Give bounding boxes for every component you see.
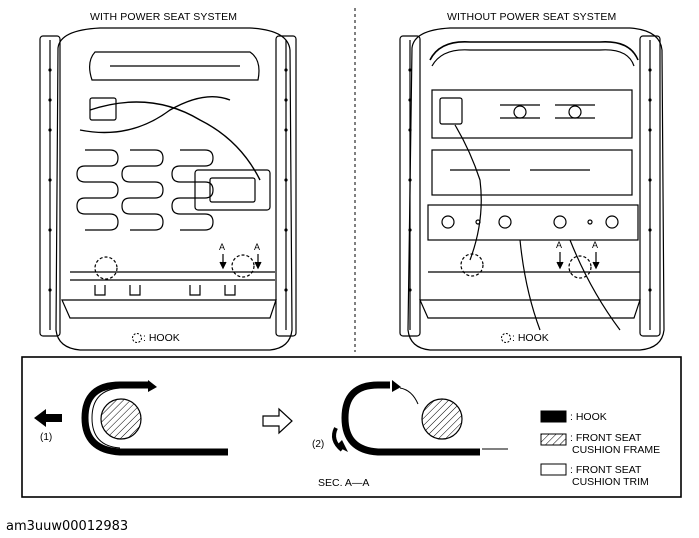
left-panel-title: WITH POWER SEAT SYSTEM: [90, 11, 238, 23]
transition-arrow-icon: [262, 407, 293, 435]
seat-frame-with-power-seat: [39, 27, 297, 351]
section-label: SEC. A—A: [318, 477, 370, 489]
step2-label: (2): [312, 439, 325, 450]
right-panel-title: WITHOUT POWER SEAT SYSTEM: [447, 11, 617, 23]
legend-trim-text-2: CUSHION TRIM: [572, 476, 649, 488]
hook-symbol-icon: [501, 333, 511, 343]
right-section-mark-1: A: [556, 240, 563, 250]
legend-trim-swatch: [540, 463, 567, 476]
hook-symbol-icon: [132, 333, 142, 343]
left-section-mark-1: A: [219, 242, 226, 252]
step1-label: (1): [40, 432, 53, 443]
section-detail-box: [21, 356, 682, 498]
right-section-mark-2: A: [592, 240, 599, 250]
step2-hook-section: [341, 380, 508, 456]
legend-hook-swatch: [540, 410, 567, 423]
legend-frame-text-2: CUSHION FRAME: [572, 444, 661, 456]
step2-rotate-arrow-icon: [332, 427, 348, 452]
figure-caption: am3uuw00012983: [6, 519, 129, 534]
legend-frame-text-1: : FRONT SEAT: [570, 432, 642, 444]
step1-hook-section: [81, 380, 228, 456]
left-section-mark-2: A: [254, 242, 261, 252]
left-hook-label: : HOOK: [143, 332, 180, 344]
right-hook-label: : HOOK: [512, 332, 549, 344]
legend-hook-text: : HOOK: [570, 411, 607, 423]
seat-frame-without-power-seat: [399, 27, 665, 351]
step1-pull-arrow-icon: [34, 409, 62, 427]
legend-trim-text-1: : FRONT SEAT: [570, 464, 642, 476]
legend-frame-swatch: [540, 433, 567, 446]
